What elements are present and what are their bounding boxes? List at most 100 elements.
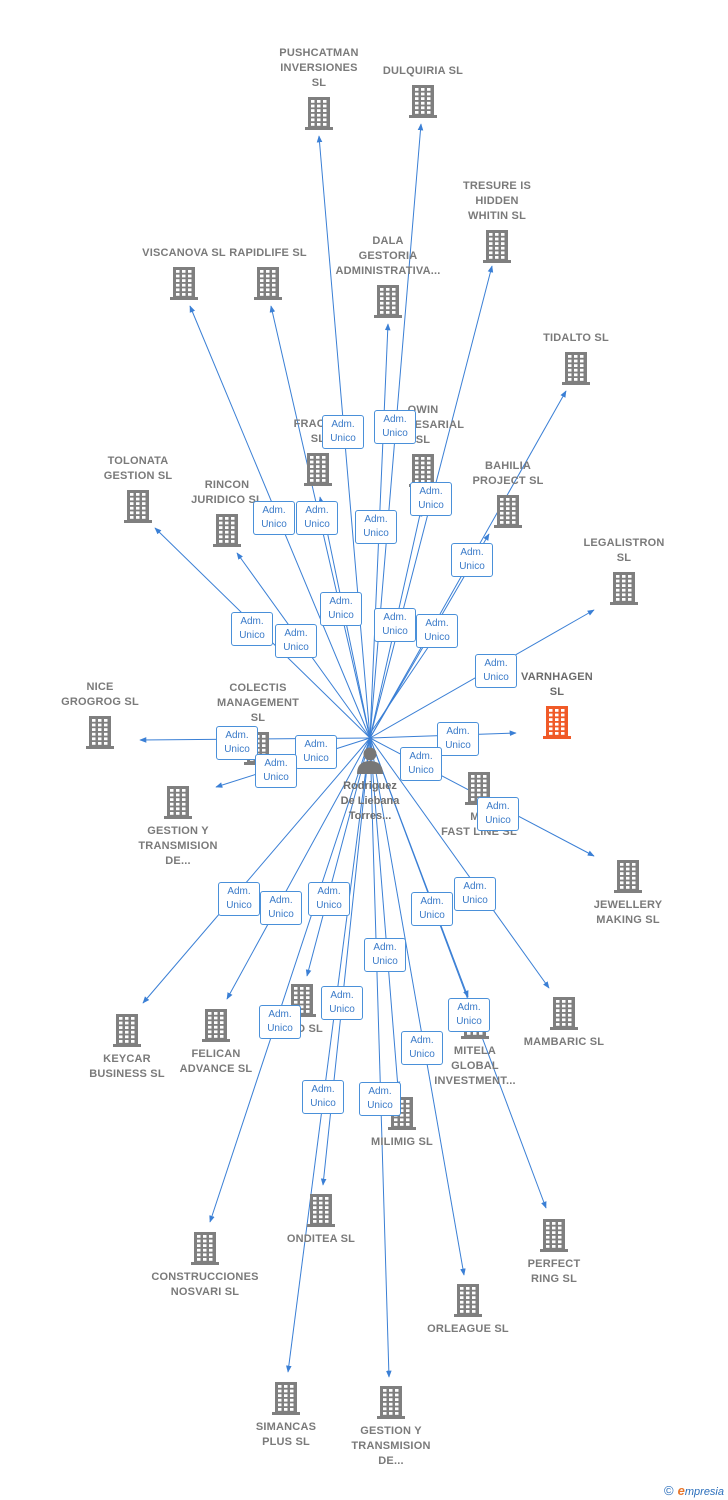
role-badge-orleague[interactable]: Adm.Unico <box>401 1031 443 1065</box>
role-badge-too[interactable]: Adm.Unico <box>308 882 350 916</box>
role-badge-frackm[interactable]: Adm.Unico <box>322 415 364 449</box>
role-badge-line1: Adm. <box>446 726 470 737</box>
company-node-pushcatman[interactable]: PUSHCATMAN INVERSIONES SL <box>264 46 374 131</box>
company-label: JEWELLERY MAKING SL <box>593 899 663 926</box>
company-node-onditea[interactable]: ONDITEA SL <box>266 1192 376 1247</box>
company-node-mambaric[interactable]: MAMBARIC SL <box>509 995 619 1050</box>
role-badge-line2: Unico <box>483 672 509 683</box>
brand-name: mpresia <box>684 1486 724 1498</box>
role-badge-extra-3[interactable]: Adm.Unico <box>253 501 295 535</box>
role-badge-line1: Adm. <box>419 486 443 497</box>
role-badge-extra-0[interactable]: Adm.Unico <box>320 592 362 626</box>
person-icon <box>357 747 383 774</box>
building-icon <box>305 97 333 130</box>
role-badge-onditea[interactable]: Adm.Unico <box>321 986 363 1020</box>
company-node-jewellery[interactable]: JEWELLERY MAKING SL <box>573 858 683 928</box>
role-badge-line1: Adm. <box>425 618 449 629</box>
role-badge-line1: Adm. <box>420 896 444 907</box>
role-badge-felican[interactable]: Adm. Unico <box>260 891 302 925</box>
center-person[interactable]: Rodriguez De Liebana Torres... <box>320 745 420 824</box>
role-badge-dulquiria[interactable]: Adm.Unico <box>374 410 416 444</box>
role-badge-line2: Unico <box>419 910 445 921</box>
company-node-tresure[interactable]: TRESURE IS HIDDEN WHITIN SL <box>442 179 552 264</box>
role-badge-simancas[interactable]: Adm.Unico <box>302 1080 344 1114</box>
role-badge-line2: Unico <box>226 900 252 911</box>
footer-brand: ©empresia <box>664 1483 724 1498</box>
company-node-simancas[interactable]: SIMANCAS PLUS SL <box>231 1380 341 1450</box>
company-label: GESTION Y TRANSMISION DE... <box>351 1425 431 1467</box>
building-icon <box>540 1219 568 1252</box>
role-badge-extra-2[interactable]: Adm.Unico <box>416 614 458 648</box>
building-icon <box>377 1386 405 1419</box>
building-icon <box>374 285 402 318</box>
role-badge-mambaric[interactable]: Adm.Unico <box>454 877 496 911</box>
role-badge-jewellery[interactable]: Adm.Unico <box>477 797 519 831</box>
company-node-tidalto[interactable]: TIDALTO SL <box>521 331 631 386</box>
company-label: TIDALTO SL <box>543 332 609 344</box>
company-node-construcciones[interactable]: CONSTRUCCIONES NOSVARI SL <box>150 1230 260 1300</box>
role-badge-milimig[interactable]: Adm.Unico <box>364 938 406 972</box>
company-label: BAHILIA PROJECT SL <box>472 460 544 487</box>
company-node-rincon[interactable]: RINCON JURIDICO SL <box>172 478 282 548</box>
role-badge-keycar[interactable]: Adm. Unico <box>218 882 260 916</box>
role-badge-line2: Unico <box>363 528 389 539</box>
building-icon <box>454 1284 482 1317</box>
company-label: TOLONATA GESTION SL <box>103 455 173 482</box>
building-icon <box>124 490 152 523</box>
company-node-varnhagen[interactable]: VARNHAGEN SL <box>502 670 612 740</box>
company-label: LEGALISTRON SL <box>583 537 665 564</box>
building-icon <box>202 1009 230 1042</box>
company-label: MAMBARIC SL <box>523 1036 605 1048</box>
role-badge-varnhagen[interactable]: Adm.Unico <box>437 722 479 756</box>
role-badge-tidalto[interactable]: Adm.Unico <box>451 543 493 577</box>
company-label: PUSHCATMAN INVERSIONES SL <box>279 47 359 89</box>
company-node-rapidlife[interactable]: RAPIDLIFE SL <box>213 246 323 301</box>
company-node-perfect[interactable]: PERFECT RING SL <box>499 1217 609 1287</box>
company-node-felican[interactable]: FELICAN ADVANCE SL <box>161 1007 271 1077</box>
company-node-viscanova[interactable]: VISCANOVA SL <box>129 246 239 301</box>
company-node-dulquiria[interactable]: DULQUIRIA SL <box>368 64 478 119</box>
role-badge-extra-1[interactable]: Adm.Unico <box>374 608 416 642</box>
role-badge-tresure[interactable]: Adm.Unico <box>410 482 452 516</box>
role-badge-gestion1[interactable]: Adm.Unico <box>255 754 297 788</box>
company-node-tolonata[interactable]: TOLONATA GESTION SL <box>83 454 193 524</box>
company-node-bahilia[interactable]: BAHILIA PROJECT SL <box>453 459 563 529</box>
building-icon <box>191 1232 219 1265</box>
role-badge-mitela[interactable]: Adm. Unico <box>411 892 453 926</box>
role-badge-line2: Unico <box>408 765 434 776</box>
role-badge-legalistron[interactable]: Adm.Unico <box>475 654 517 688</box>
role-badge-line1: Adm. <box>227 886 251 897</box>
company-label: VISCANOVA SL <box>142 247 226 259</box>
role-badge-dala[interactable]: Adm. Unico <box>355 510 397 544</box>
company-node-nice[interactable]: NICE GROGROG SL <box>45 680 155 750</box>
building-icon <box>164 786 192 819</box>
role-badge-fastline[interactable]: Adm. Unico <box>400 747 442 781</box>
role-badge-colectis[interactable]: Adm.Unico <box>295 735 337 769</box>
role-badge-line2: Unico <box>263 772 289 783</box>
company-node-legalistron[interactable]: LEGALISTRON SL <box>569 536 679 606</box>
company-node-dala[interactable]: DALA GESTORIA ADMINISTRATIVA... <box>333 234 443 319</box>
role-badge-line1: Adm. <box>409 751 433 762</box>
role-badge-line1: Adm. <box>311 1084 335 1095</box>
edge-felican <box>226 737 371 1000</box>
company-node-gestion2[interactable]: GESTION Y TRANSMISION DE... <box>336 1384 446 1469</box>
role-badge-rincon[interactable]: Adm.Unico <box>275 624 317 658</box>
building-icon <box>610 572 638 605</box>
role-badge-line1: Adm. <box>269 895 293 906</box>
building-icon <box>614 860 642 893</box>
company-node-gestion1[interactable]: GESTION Y TRANSMISION DE... <box>123 784 233 869</box>
role-badge-line2: Unico <box>268 909 294 920</box>
role-badge-extra-4[interactable]: Adm.Unico <box>296 501 338 535</box>
company-node-keycar[interactable]: KEYCAR BUSINESS SL <box>72 1012 182 1082</box>
company-label: NICE GROGROG SL <box>61 681 139 708</box>
edge-keycar <box>142 737 371 1004</box>
role-badge-construcciones[interactable]: Adm.Unico <box>259 1005 301 1039</box>
role-badge-nice[interactable]: Adm.Unico <box>216 726 258 760</box>
company-label: RINCON JURIDICO SL <box>191 479 263 506</box>
role-badge-perfect[interactable]: Adm.Unico <box>448 998 490 1032</box>
edge-construcciones <box>209 737 371 1223</box>
role-badge-gestion2[interactable]: Adm.Unico <box>359 1082 401 1116</box>
company-node-orleague[interactable]: ORLEAGUE SL <box>413 1282 523 1337</box>
role-badge-tolonata[interactable]: Adm.Unico <box>231 612 273 646</box>
role-badge-line1: Adm. <box>364 514 388 525</box>
